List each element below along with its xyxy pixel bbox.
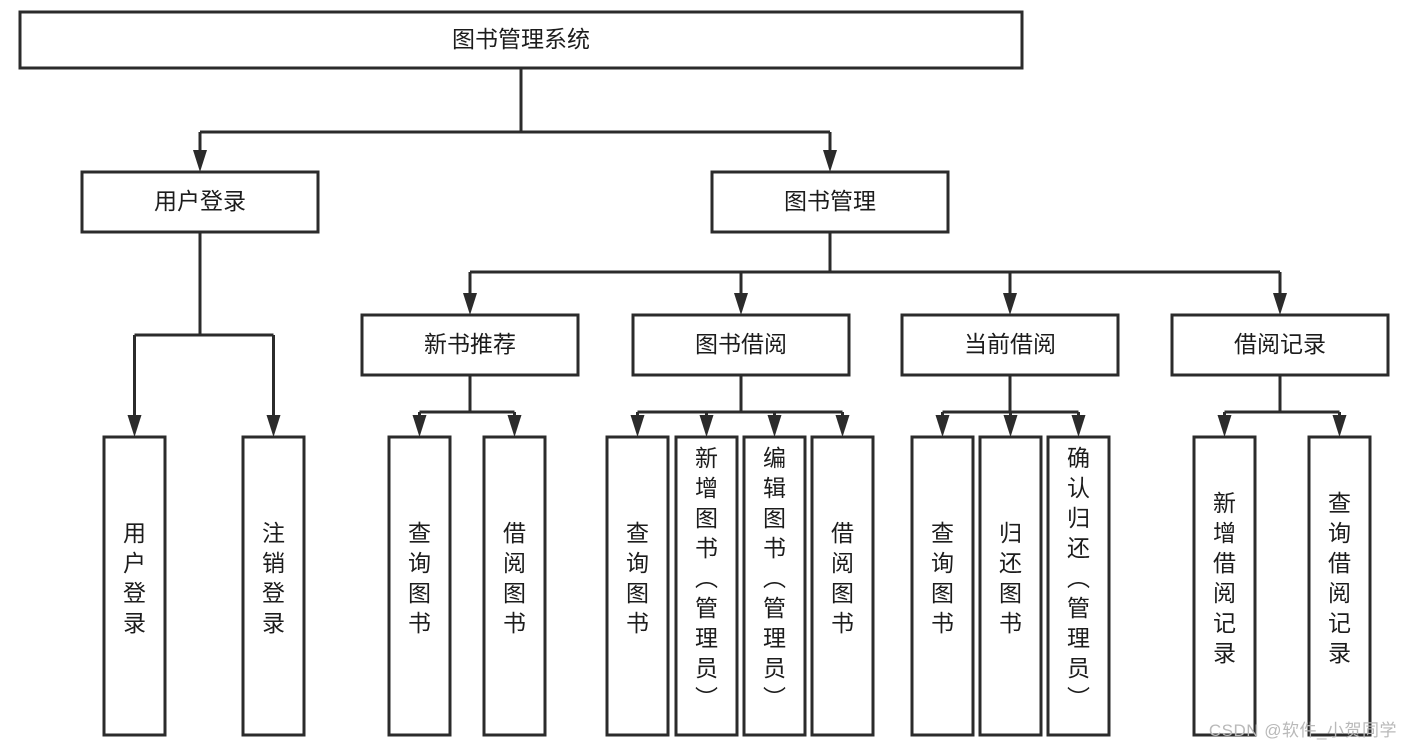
- arrow-head: [507, 415, 522, 437]
- leaf-label: 新增借阅记录: [1213, 490, 1236, 666]
- leaf-node-leaf-logout[interactable]: 注销登录: [241, 435, 306, 737]
- node-label: 新书推荐: [424, 331, 516, 357]
- arrow-head: [1217, 415, 1232, 437]
- leaf-label: 查询图书: [626, 520, 649, 636]
- leaf-node-leaf-query-book-recommend[interactable]: 查询图书: [387, 435, 452, 737]
- arrow-head: [767, 415, 782, 437]
- leaf-outline: [1192, 435, 1257, 737]
- leaf-outline: [910, 435, 975, 737]
- node-outline: [18, 10, 1024, 70]
- node-label: 图书借阅: [695, 331, 787, 357]
- node-book-borrow[interactable]: 图书借阅: [631, 313, 851, 377]
- leaf-label: 借阅图书: [831, 520, 854, 636]
- leaf-outline: [102, 435, 167, 737]
- arrow-head: [127, 415, 142, 437]
- arrow-head: [266, 415, 281, 437]
- leaf-node-leaf-query-book-borrow[interactable]: 查询图书: [605, 435, 670, 737]
- node-root-system[interactable]: 图书管理系统: [18, 10, 1024, 70]
- node-current-borrow[interactable]: 当前借阅: [900, 313, 1120, 377]
- node-new-book-recommend[interactable]: 新书推荐: [360, 313, 580, 377]
- leaf-outline: [978, 435, 1043, 737]
- node-outline: [631, 313, 851, 377]
- node-outline: [1170, 313, 1390, 377]
- leaf-node-leaf-borrow-book[interactable]: 借阅图书: [810, 435, 875, 737]
- node-label: 图书管理: [784, 188, 876, 214]
- leaf-outline: [387, 435, 452, 737]
- connector-lines: [127, 68, 1347, 437]
- leaf-label: 用户登录: [123, 520, 146, 636]
- arrow-head: [630, 415, 645, 437]
- arrow-head: [1273, 293, 1287, 315]
- arrow-head: [463, 293, 477, 315]
- leaf-label: 新增图书︵管理员︶: [695, 445, 718, 711]
- leaf-node-leaf-user-login[interactable]: 用户登录: [102, 435, 167, 737]
- leaf-outline: [674, 435, 739, 737]
- node-outline: [80, 170, 320, 234]
- leaf-outline: [1307, 435, 1372, 737]
- leaf-label: 编辑图书︵管理员︶: [763, 445, 786, 711]
- leaf-label: 确认归还︵管理员︶: [1067, 445, 1090, 711]
- node-outline: [360, 313, 580, 377]
- leaf-node-leaf-query-borrow-record[interactable]: 查询借阅记录: [1307, 435, 1372, 737]
- node-label: 图书管理系统: [452, 26, 590, 52]
- leaf-node-leaf-return-book[interactable]: 归还图书: [978, 435, 1043, 737]
- arrow-head: [1003, 293, 1017, 315]
- arrow-head: [1071, 415, 1086, 437]
- leaf-outline: [605, 435, 670, 737]
- node-label: 借阅记录: [1234, 331, 1326, 357]
- arrow-head: [823, 150, 837, 172]
- leaf-label: 查询图书: [931, 520, 954, 636]
- node-outline: [710, 170, 950, 234]
- arrow-head: [1332, 415, 1347, 437]
- leaf-label: 查询图书: [408, 520, 431, 636]
- leaf-label: 注销登录: [262, 520, 285, 636]
- arrow-head: [193, 150, 207, 172]
- node-outline: [900, 313, 1120, 377]
- leaf-node-leaf-add-borrow-record[interactable]: 新增借阅记录: [1192, 435, 1257, 737]
- node-boxes: 图书管理系统用户登录图书管理新书推荐图书借阅当前借阅借阅记录用户登录注销登录查询…: [18, 10, 1390, 737]
- leaf-outline: [482, 435, 547, 737]
- leaf-outline: [241, 435, 306, 737]
- leaf-outline: [742, 435, 807, 737]
- arrow-head: [935, 415, 950, 437]
- leaf-node-leaf-borrow-book-recommend[interactable]: 借阅图书: [482, 435, 547, 737]
- arrow-head: [1003, 415, 1018, 437]
- node-user-login[interactable]: 用户登录: [80, 170, 320, 234]
- leaf-node-leaf-query-book-current[interactable]: 查询图书: [910, 435, 975, 737]
- leaf-node-leaf-edit-book-admin[interactable]: 编辑图书︵管理员︶: [742, 435, 807, 737]
- leaf-node-leaf-add-book-admin[interactable]: 新增图书︵管理员︶: [674, 435, 739, 737]
- arrow-head: [412, 415, 427, 437]
- node-borrow-record[interactable]: 借阅记录: [1170, 313, 1390, 377]
- leaf-node-leaf-confirm-return-admin[interactable]: 确认归还︵管理员︶: [1046, 435, 1111, 737]
- arrow-head: [835, 415, 850, 437]
- node-label: 用户登录: [154, 188, 246, 214]
- arrow-head: [699, 415, 714, 437]
- leaf-label: 借阅图书: [503, 520, 526, 636]
- watermark-label: CSDN @软件_小贺同学: [1208, 721, 1397, 740]
- leaf-outline: [810, 435, 875, 737]
- leaf-label: 归还图书: [999, 520, 1022, 636]
- node-book-management[interactable]: 图书管理: [710, 170, 950, 234]
- leaf-label: 查询借阅记录: [1328, 490, 1351, 666]
- arrow-head: [734, 293, 748, 315]
- node-label: 当前借阅: [964, 331, 1056, 357]
- leaf-outline: [1046, 435, 1111, 737]
